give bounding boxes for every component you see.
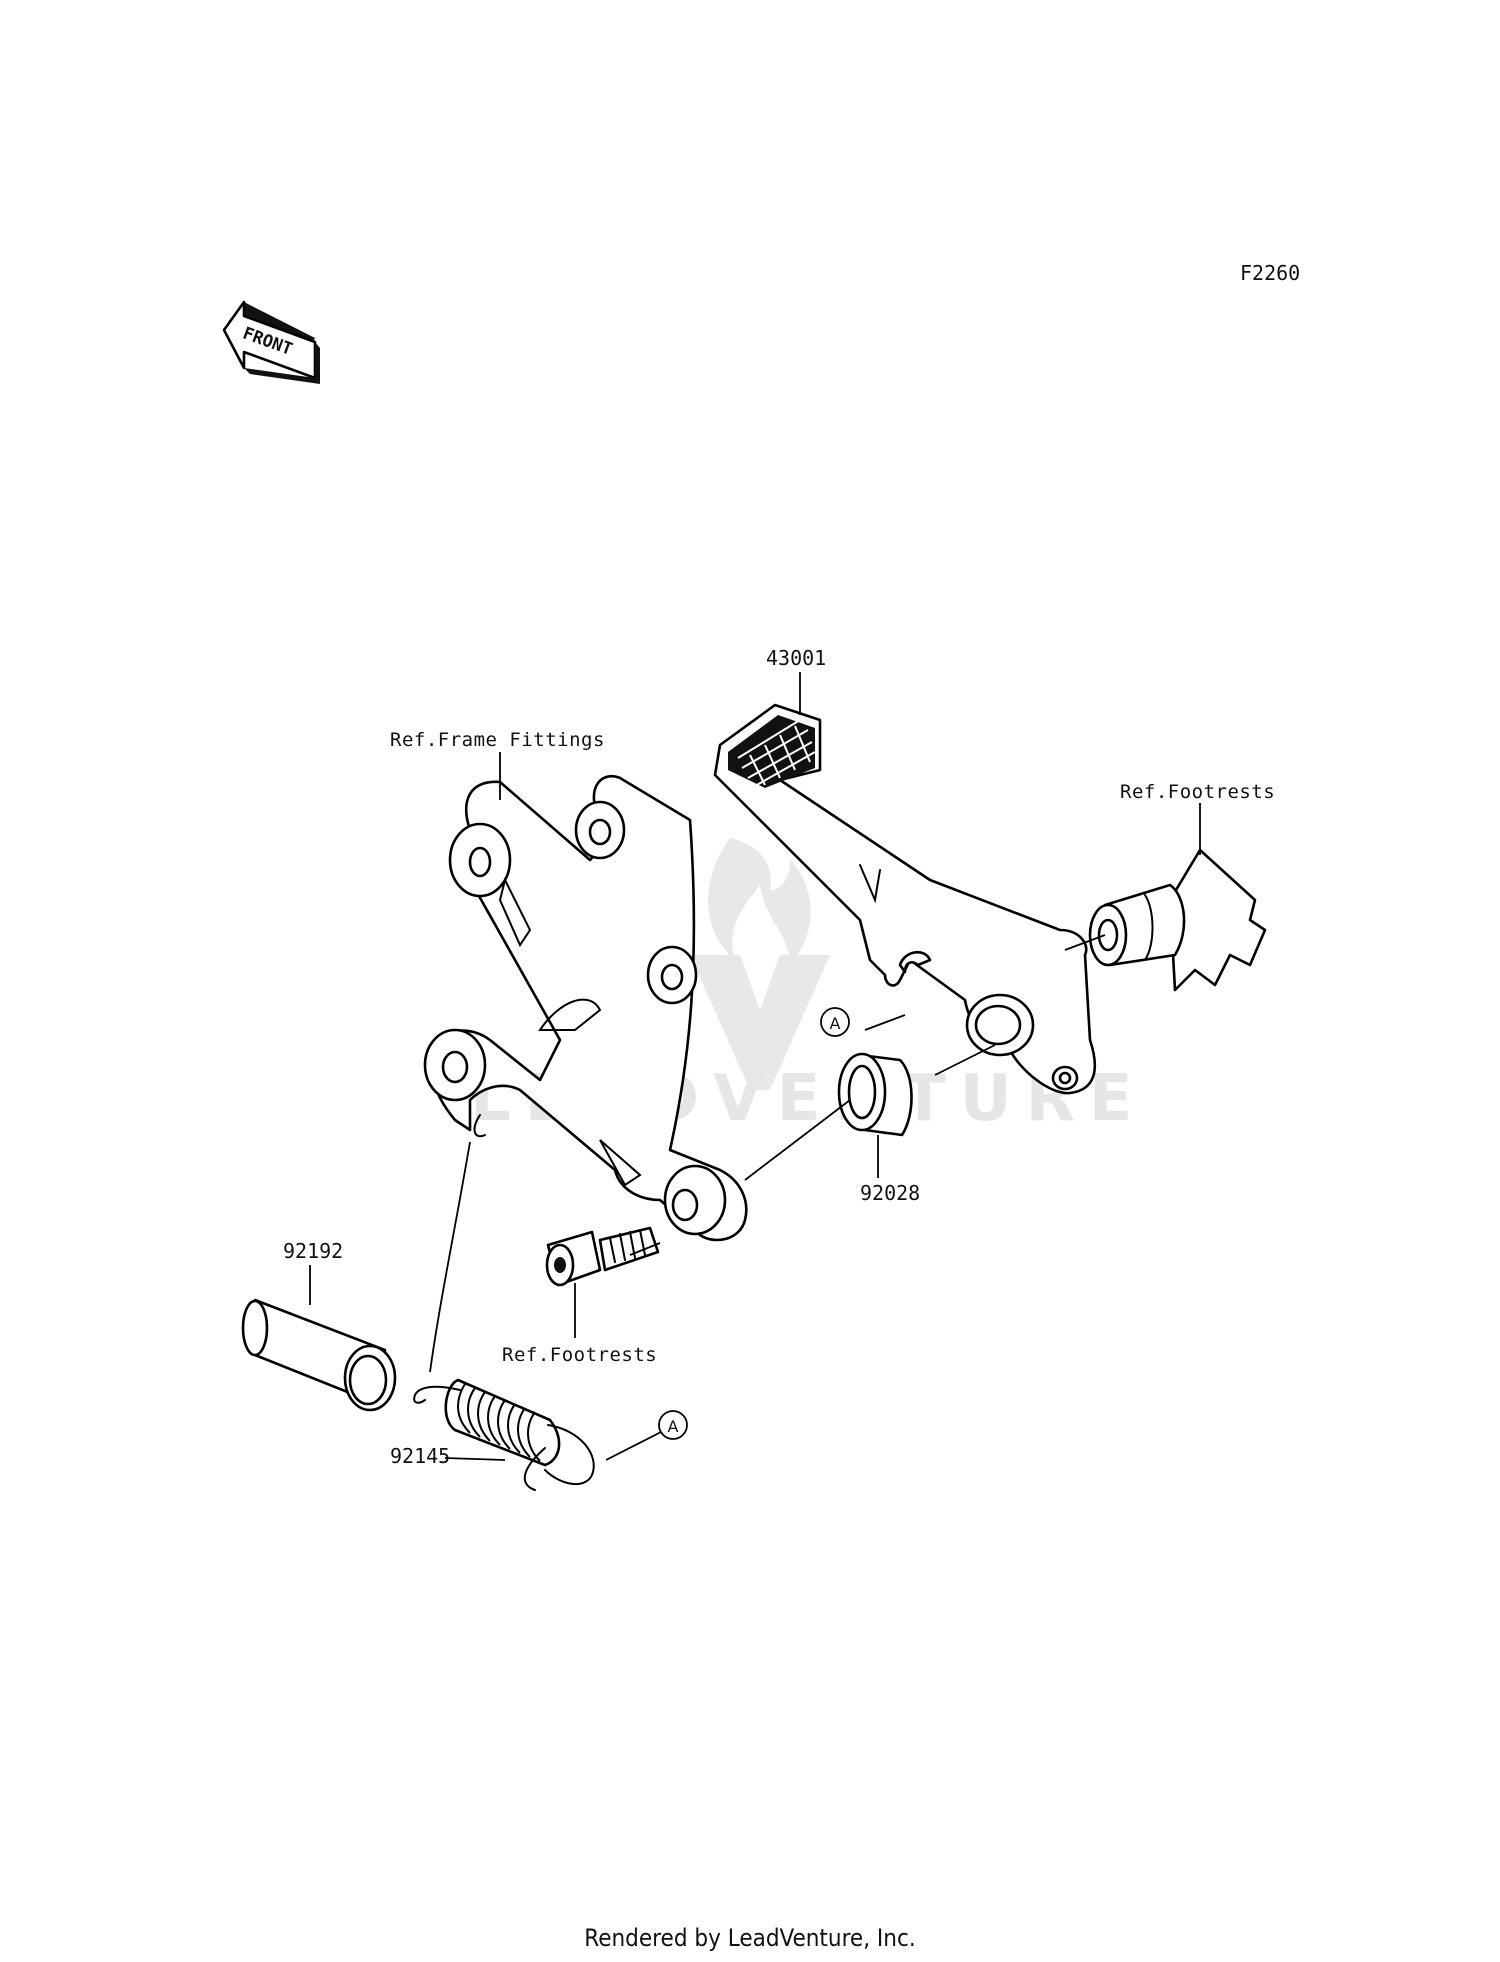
leader-lines [309, 672, 1201, 1461]
pedal-part-number: 43001 [766, 646, 826, 670]
brake-pedal [713, 703, 1097, 1095]
connector-a-lower: A [658, 1410, 688, 1440]
return-spring [413, 1378, 595, 1491]
connector-a-upper: A [820, 1007, 850, 1037]
bushing-part-number: 92028 [860, 1181, 920, 1205]
frame-bracket [423, 775, 748, 1242]
diagram-code: F2260 [1240, 261, 1300, 285]
connector-a-upper-label: A [830, 1014, 841, 1033]
bushing [837, 1052, 913, 1137]
pedal-grip-pattern [737, 719, 816, 787]
footrests-ref-bottom: Ref.Footrests [502, 1344, 657, 1366]
footrest-pivot [1088, 848, 1267, 992]
footrests-ref-right: Ref.Footrests [1120, 781, 1275, 803]
front-arrow-icon: FRONT [222, 300, 320, 384]
pivot-bolt [545, 1226, 660, 1287]
collar-part-number: 92192 [283, 1239, 343, 1263]
connector-a-lower-label: A [668, 1417, 679, 1436]
frame-fittings-ref: Ref.Frame Fittings [390, 729, 605, 751]
spring-part-number: 92145 [390, 1444, 450, 1468]
render-credit: Rendered by LeadVenture, Inc. [584, 1924, 916, 1952]
collar [241, 1298, 397, 1412]
